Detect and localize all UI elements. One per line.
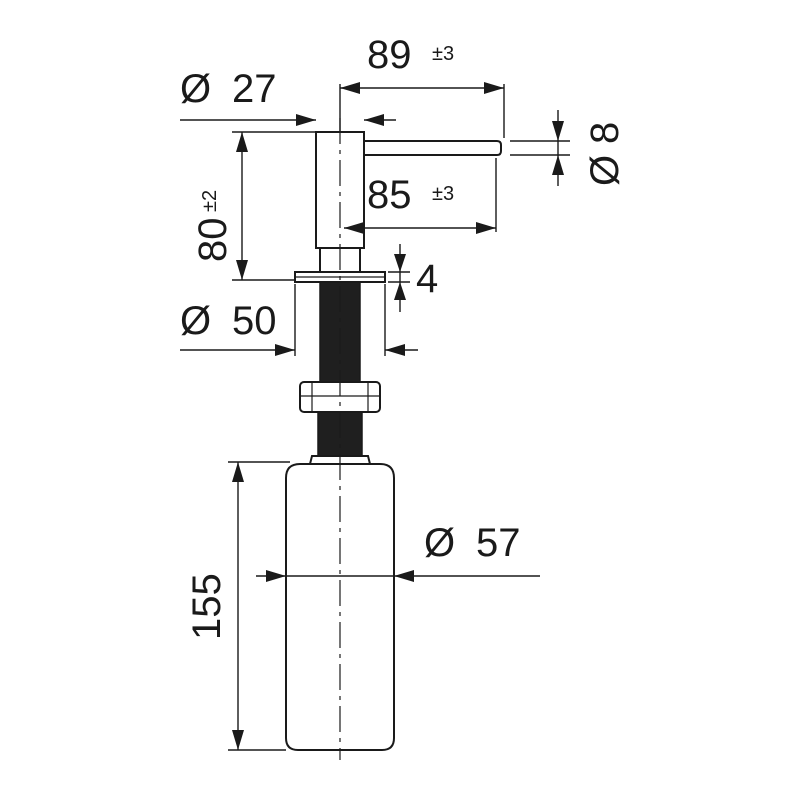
dim-flange-thickness-value: 4 (416, 257, 438, 301)
bottle (285, 463, 395, 751)
dim-spout-length-value: 89 (367, 33, 412, 77)
dim-flange-diameter-symbol: Ø (180, 299, 211, 343)
dim-spout-tip-diameter-value: 8 (583, 122, 627, 144)
spout (363, 140, 502, 156)
dim-pump-height-value: 80 (191, 218, 235, 263)
dim-pump-height-tolerance: ±2 (199, 190, 221, 212)
dim-bottle-height-value: 155 (185, 573, 229, 640)
dim-spout-reach-value: 85 (367, 173, 412, 217)
dim-flange-diameter-value: 50 (232, 299, 277, 343)
dim-pump-height (232, 131, 316, 281)
dim-flange-thickness (388, 244, 410, 312)
dim-bottle-diameter-symbol: Ø (424, 521, 455, 565)
dim-pump-diameter-value: 27 (232, 67, 277, 111)
dim-bottle-diameter-value: 57 (476, 521, 521, 565)
dim-spout-tip-diameter (510, 110, 570, 186)
dim-pump-diameter (180, 114, 396, 126)
dim-spout-length (339, 82, 505, 138)
dispenser-body (285, 131, 502, 751)
dim-spout-tip-diameter-symbol: Ø (583, 155, 627, 186)
dim-bottle-height (228, 461, 290, 751)
dim-spout-length-tolerance: ±3 (432, 43, 454, 65)
dim-spout-reach (344, 158, 497, 234)
dim-flange-diameter (180, 284, 418, 356)
dim-pump-diameter-symbol: Ø (180, 67, 211, 111)
dim-bottle-diameter (256, 570, 540, 582)
dim-spout-reach-tolerance: ±3 (432, 183, 454, 205)
